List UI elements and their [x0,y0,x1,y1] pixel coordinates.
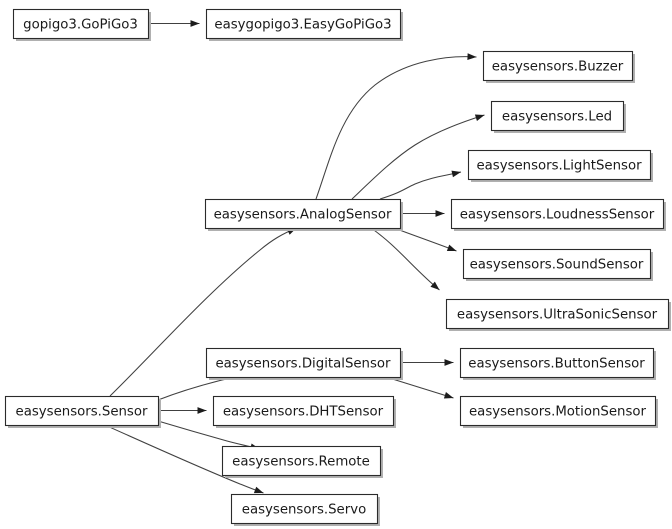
node-label: easysensors.LightSensor [476,159,642,174]
node-label: easysensors.Servo [242,503,366,518]
node-box[interactable] [462,248,652,280]
class-node-led[interactable]: easysensors.Led [490,100,627,134]
class-node-ultrasonicsensor[interactable]: easysensors.UltraSonicSensor [445,298,672,332]
node-label: easysensors.DHTSensor [223,405,384,420]
node-label: gopigo3.GoPiGo3 [23,18,138,33]
class-node-easygopigo3[interactable]: easygopigo3.EasyGoPiGo3 [205,8,404,42]
edge-sensor-to-servo [104,424,264,494]
class-node-gopigo3[interactable]: gopigo3.GoPiGo3 [12,8,152,42]
edge-line [393,227,457,252]
node-label: easysensors.AnalogSensor [214,208,392,223]
node-box[interactable] [212,395,395,427]
node-layer: gopigo3.GoPiGo3 easygopigo3.EasyGoPiGo3 ea… [4,8,672,527]
arrowhead-icon [435,210,445,217]
arrowhead-icon [443,392,454,399]
edge-line [385,376,454,399]
edge-line [315,56,477,200]
arrowhead-icon [190,20,200,27]
edge-line [370,227,440,291]
class-node-buzzer[interactable]: easysensors.Buzzer [482,50,636,84]
node-box[interactable] [450,198,665,230]
arrowhead-icon [474,114,485,121]
node-label: easysensors.ButtonSensor [468,357,645,372]
node-label: easysensors.Remote [232,455,370,470]
node-label: easysensors.Buzzer [492,60,624,75]
node-label: easysensors.SoundSensor [470,258,644,273]
edge-analogsensor-to-led [351,114,485,200]
class-node-dhtsensor[interactable]: easysensors.DHTSensor [212,395,397,429]
arrowhead-icon [430,281,440,290]
class-node-buttonsensor[interactable]: easysensors.ButtonSensor [459,347,657,381]
node-box[interactable] [490,100,625,132]
class-node-analogsensor[interactable]: easysensors.AnalogSensor [204,198,404,232]
node-label: easysensors.UltraSonicSensor [457,308,658,323]
class-node-servo[interactable]: easysensors.Servo [230,493,381,527]
edge-gopigo3-to-easygopigo3 [148,20,200,27]
class-node-sensor[interactable]: easysensors.Sensor [4,395,162,429]
arrowhead-icon [446,244,457,252]
node-label: easysensors.MotionSensor [469,405,647,420]
edge-sensor-to-dhtsensor [158,407,207,414]
edge-analogsensor-to-soundsensor [393,227,457,252]
class-node-remote[interactable]: easysensors.Remote [221,445,384,479]
arrowhead-icon [444,359,454,366]
node-box[interactable] [459,347,655,379]
edge-line [351,114,485,200]
edge-analogsensor-to-ultrasonicsensor [370,227,440,291]
node-box[interactable] [12,8,150,40]
arrowhead-icon [197,407,207,414]
node-box[interactable] [459,395,657,427]
edge-line [109,227,297,397]
node-box[interactable] [467,149,652,181]
class-node-motionsensor[interactable]: easysensors.MotionSensor [459,395,659,429]
arrowhead-icon [451,170,461,178]
edge-analogsensor-to-loudnesssensor [400,210,445,217]
edge-digitalsensor-to-motionsensor [385,376,454,399]
node-box[interactable] [482,50,634,82]
arrowhead-icon [253,486,264,494]
edge-line [104,424,264,494]
arrowhead-icon [467,53,477,61]
node-box[interactable] [204,198,402,230]
node-box[interactable] [221,445,382,477]
node-box[interactable] [230,493,379,525]
node-label: easysensors.LoudnessSensor [460,208,655,223]
class-node-lightsensor[interactable]: easysensors.LightSensor [467,149,654,183]
edge-analogsensor-to-lightsensor [379,170,462,200]
node-box[interactable] [205,347,402,379]
node-label: easysensors.DigitalSensor [215,357,391,372]
node-label: easysensors.Led [502,110,612,125]
class-node-loudnesssensor[interactable]: easysensors.LoudnessSensor [450,198,667,232]
node-box[interactable] [205,8,402,40]
node-box[interactable] [4,395,160,427]
edge-line [379,171,462,200]
edge-digitalsensor-to-buttonsensor [399,359,454,366]
class-node-digitalsensor[interactable]: easysensors.DigitalSensor [205,347,404,381]
node-label: easysensors.Sensor [16,405,148,420]
node-box[interactable] [445,298,670,330]
edge-analogsensor-to-buzzer [315,53,477,200]
node-label: easygopigo3.EasyGoPiGo3 [214,18,391,33]
class-node-soundsensor[interactable]: easysensors.SoundSensor [462,248,654,282]
